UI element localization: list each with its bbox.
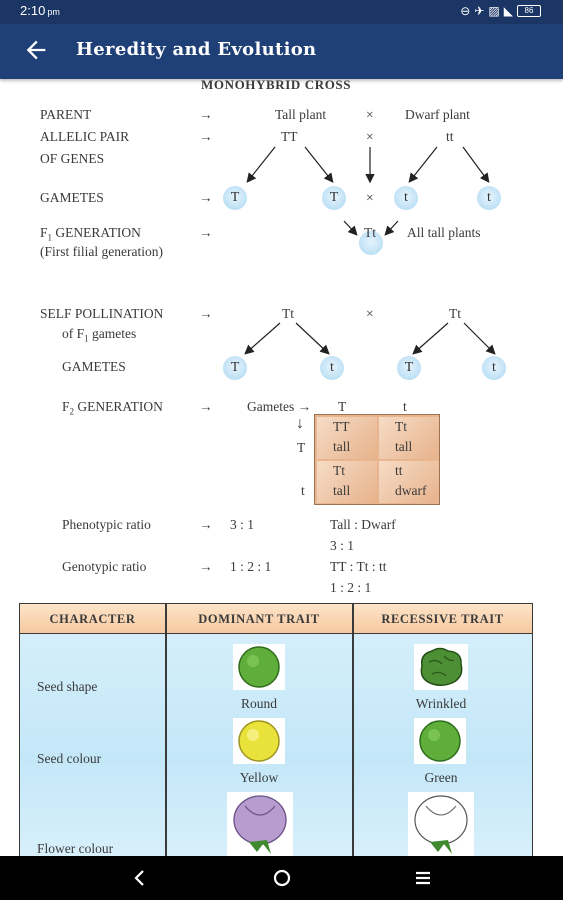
gamete-bubble: T: [322, 186, 346, 210]
violet-flower-image: [227, 792, 293, 856]
monohybrid-heading: MONOHYBRID CROSS: [201, 79, 352, 92]
status-icons: ⊖ ✈ ▨ ◣ 86: [460, 4, 541, 18]
row-seed-colour: Seed colour: [37, 751, 102, 766]
allelic-label-2: OF GENES: [40, 151, 105, 166]
back-button[interactable]: [22, 36, 50, 64]
gamete-bubble: t: [477, 186, 501, 210]
row-flower-colour: Flower colour: [37, 841, 114, 856]
battery-icon: 86: [517, 5, 541, 17]
gametes-label-2: GAMETES: [62, 359, 126, 374]
arrow-parent: →: [199, 107, 213, 122]
dnd-icon: ⊖: [460, 4, 471, 18]
column-divider: [165, 604, 167, 856]
self-pollination-label-2: of F1 gametes: [62, 326, 137, 344]
cross-self: ×: [366, 306, 374, 321]
punnett-row-header: T: [297, 440, 306, 455]
nav-menu-icon: [416, 871, 430, 885]
content-area[interactable]: MONOHYBRID CROSS PARENT → Tall plant × D…: [0, 79, 563, 856]
row-seed-shape: Seed shape: [37, 679, 98, 694]
f2-label: F2 GENERATION: [62, 399, 163, 417]
arrow-self: →: [199, 306, 213, 321]
header-dominant: DOMINANT TRAIT: [166, 604, 352, 634]
nav-home-icon: [273, 869, 291, 887]
punnett-row-header: t: [301, 483, 305, 498]
punnett-col-header: T: [338, 399, 347, 414]
column-divider: [352, 604, 354, 856]
arrow-gametes: →: [199, 190, 213, 205]
allele-right: tt: [446, 129, 454, 144]
arrow-f1: →: [199, 225, 213, 240]
caption-wrinkled: Wrinkled: [415, 696, 467, 711]
down-arrow: ↓: [296, 415, 304, 432]
f1-result: Tt: [364, 225, 376, 240]
genotypic-label: Genotypic ratio: [62, 559, 147, 574]
phenotypic-desc-1: Tall : Dwarf: [330, 517, 396, 532]
header-recessive: RECESSIVE TRAIT: [353, 604, 532, 634]
cross-gametes: ×: [366, 190, 374, 205]
genotypic-desc-2: 1 : 2 : 1: [330, 580, 372, 595]
allele-left: TT: [281, 129, 298, 144]
nav-menu-button[interactable]: [411, 866, 435, 890]
wifi-off-icon: ◣: [503, 4, 513, 18]
gamete-bubble: T: [223, 356, 247, 380]
arrow-f2: →: [199, 399, 213, 414]
cross-allelic: ×: [366, 129, 374, 144]
nav-back-button[interactable]: [128, 866, 152, 890]
yellow-seed-image: [233, 718, 285, 764]
round-seed-image: [233, 644, 285, 690]
wrinkled-seed-image: [414, 644, 468, 690]
airplane-mode-icon: ✈: [474, 4, 485, 18]
gamete-bubble: t: [320, 356, 344, 380]
phenotypic-label: Phenotypic ratio: [62, 517, 151, 532]
arrow-left-icon: [26, 40, 46, 60]
genotypic-desc-1: TT : Tt : tt: [330, 559, 387, 574]
self-left: Tt: [282, 306, 294, 321]
header-character: CHARACTER: [20, 604, 165, 634]
caption-green: Green: [424, 770, 458, 785]
arrow-phenotypic: →: [199, 517, 213, 532]
app-bar: Heredity and Evolution: [0, 24, 563, 79]
caption-yellow: Yellow: [239, 770, 279, 785]
nav-home-button[interactable]: [270, 866, 294, 890]
cross-parent: ×: [366, 107, 374, 122]
arrow-allelic: →: [199, 129, 213, 144]
punnett-col-header: t: [403, 399, 407, 414]
nav-back-icon: [134, 870, 144, 886]
allelic-label-1: ALLELIC PAIR: [40, 129, 130, 144]
f1-note: All tall plants: [407, 225, 481, 240]
f1-result-bubble: [359, 231, 383, 255]
page-title: Heredity and Evolution: [76, 39, 317, 60]
genotypic-value: 1 : 2 : 1: [230, 559, 272, 574]
parent-label: PARENT: [40, 107, 92, 122]
f1-label-2: (First filial generation): [40, 244, 163, 259]
f1-label: F1 GENERATION: [40, 225, 141, 243]
phenotypic-value: 3 : 1: [230, 517, 255, 532]
gametes-arrow-label: Gametes →: [247, 399, 312, 414]
white-flower-image: [408, 792, 474, 856]
gamete-bubble: T: [397, 356, 421, 380]
no-sim-icon: ▨: [488, 4, 500, 18]
system-nav-bar: [0, 856, 563, 900]
gamete-bubble: t: [394, 186, 418, 210]
arrow-genotypic: →: [199, 559, 213, 574]
gamete-bubble: T: [223, 186, 247, 210]
parent-right: Dwarf plant: [405, 107, 470, 122]
gametes-label: GAMETES: [40, 190, 104, 205]
phenotypic-desc-2: 3 : 1: [330, 538, 355, 553]
caption-round: Round: [240, 696, 277, 711]
self-pollination-label: SELF POLLINATION: [40, 306, 164, 321]
parent-left: Tall plant: [275, 107, 327, 122]
self-right: Tt: [449, 306, 461, 321]
gamete-bubble: t: [482, 356, 506, 380]
green-seed-image: [414, 718, 466, 764]
cross-diagram-lines: [244, 146, 496, 355]
traits-table: CHARACTER DOMINANT TRAIT RECESSIVE TRAIT…: [19, 603, 533, 856]
